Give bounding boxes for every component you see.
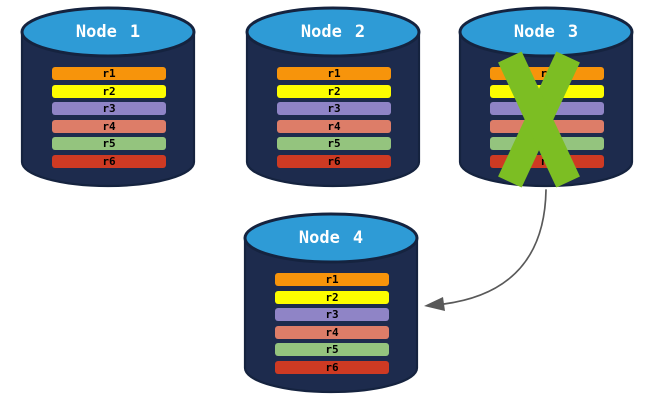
range-bar-r4: r4 — [52, 119, 166, 133]
range-bar-r4: r4 — [277, 119, 391, 133]
range-bar-r5: r5 — [277, 137, 391, 150]
node-title: Node 3 — [454, 22, 638, 42]
range-bar-list: r1 r2 r3 r4 r5 r6 — [275, 273, 389, 374]
node-title: Node 4 — [239, 228, 423, 248]
node-4: Node 4 r1 r2 r3 r4 r5 r6 — [239, 211, 423, 397]
range-bar-r1: r1 — [275, 273, 389, 286]
range-bar-r3: r3 — [277, 102, 391, 115]
node-title-name: Node — [298, 228, 340, 248]
range-bar-r4: r4 — [275, 325, 389, 339]
range-bar-r2: r2 — [275, 290, 389, 304]
node-title-number: 3 — [567, 22, 579, 42]
range-bar-r1: r1 — [52, 67, 166, 80]
range-bar-r6: r6 — [52, 154, 166, 168]
node-title: Node 2 — [241, 22, 425, 42]
range-bar-r3: r3 — [275, 308, 389, 321]
range-bar-r1: r1 — [277, 67, 391, 80]
node-title-number: 4 — [352, 228, 364, 248]
range-bar-r2: r2 — [52, 84, 166, 98]
node-2: Node 2 r1 r2 r3 r4 r5 r6 — [241, 5, 425, 191]
range-bar-r6: r6 — [275, 360, 389, 374]
range-bar-r5: r5 — [52, 137, 166, 150]
node-title-name: Node — [75, 22, 117, 42]
node-title-number: 1 — [129, 22, 141, 42]
range-bar-r2: r2 — [277, 84, 391, 98]
range-bar-r6: r6 — [277, 154, 391, 168]
rebalance-arrow-head-icon — [424, 297, 445, 311]
failure-x-icon — [498, 51, 580, 188]
range-bar-list: r1 r2 r3 r4 r5 r6 — [52, 67, 166, 168]
range-bar-r5: r5 — [275, 343, 389, 356]
node-1: Node 1 r1 r2 r3 r4 r5 r6 — [16, 5, 200, 191]
node-title: Node 1 — [16, 22, 200, 42]
node-title-number: 2 — [354, 22, 366, 42]
range-bar-list: r1 r2 r3 r4 r5 r6 — [277, 67, 391, 168]
node-title-name: Node — [300, 22, 342, 42]
rebalance-arrow-curve — [443, 189, 547, 305]
range-bar-r3: r3 — [52, 102, 166, 115]
node-title-name: Node — [513, 22, 555, 42]
